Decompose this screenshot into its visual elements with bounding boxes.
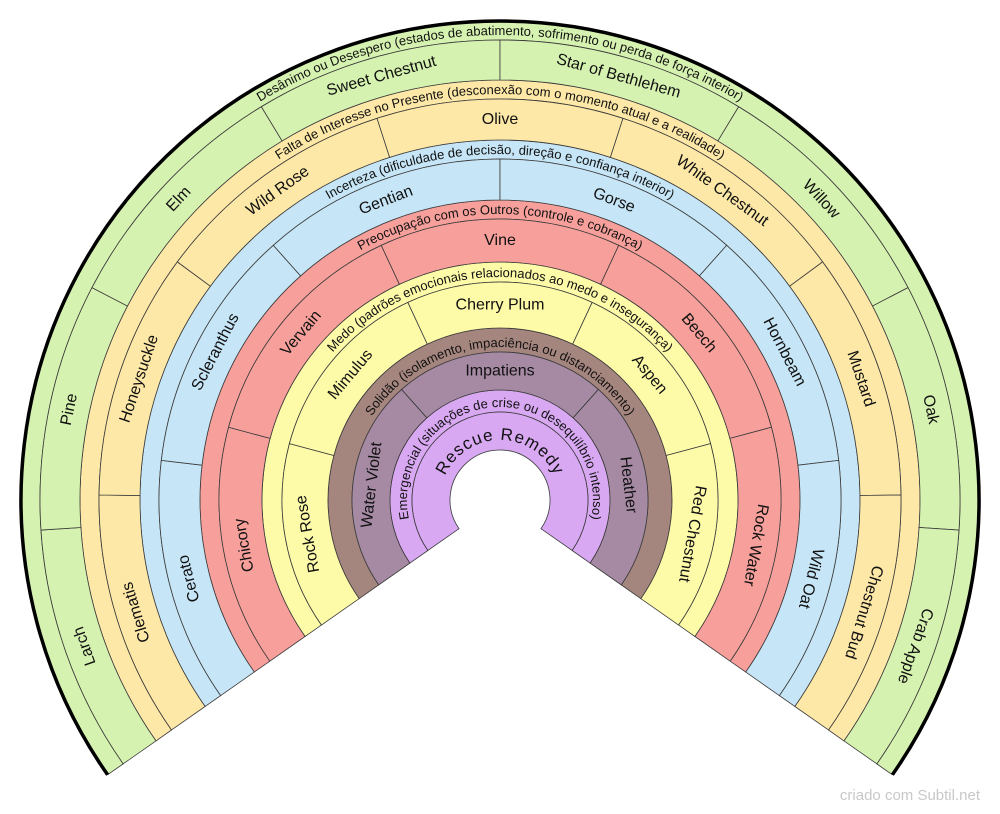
- segment-chestnut-bud[interactable]: [794, 494, 902, 731]
- segment-label: Cherry Plum: [456, 297, 545, 314]
- segment-wild-oat[interactable]: [745, 459, 842, 697]
- segment-label: Impatiens: [465, 363, 534, 380]
- outer-edge: [19, 19, 981, 776]
- segment-red-chestnut[interactable]: [640, 443, 719, 626]
- segment-heather[interactable]: [572, 388, 649, 586]
- segment-label: Olive: [482, 111, 519, 128]
- segment-label: Heather: [616, 456, 640, 515]
- sectors: [19, 19, 981, 776]
- segment-label: Pine: [58, 392, 81, 427]
- segment-label: Vine: [484, 232, 516, 249]
- segment-rock-water[interactable]: [694, 426, 782, 662]
- segment-label: Oak: [919, 393, 942, 426]
- watermark: criado com Subtil.net: [839, 787, 980, 804]
- segment-rescue-remedy[interactable]: [411, 411, 589, 552]
- segment-crab-apple[interactable]: [843, 527, 960, 765]
